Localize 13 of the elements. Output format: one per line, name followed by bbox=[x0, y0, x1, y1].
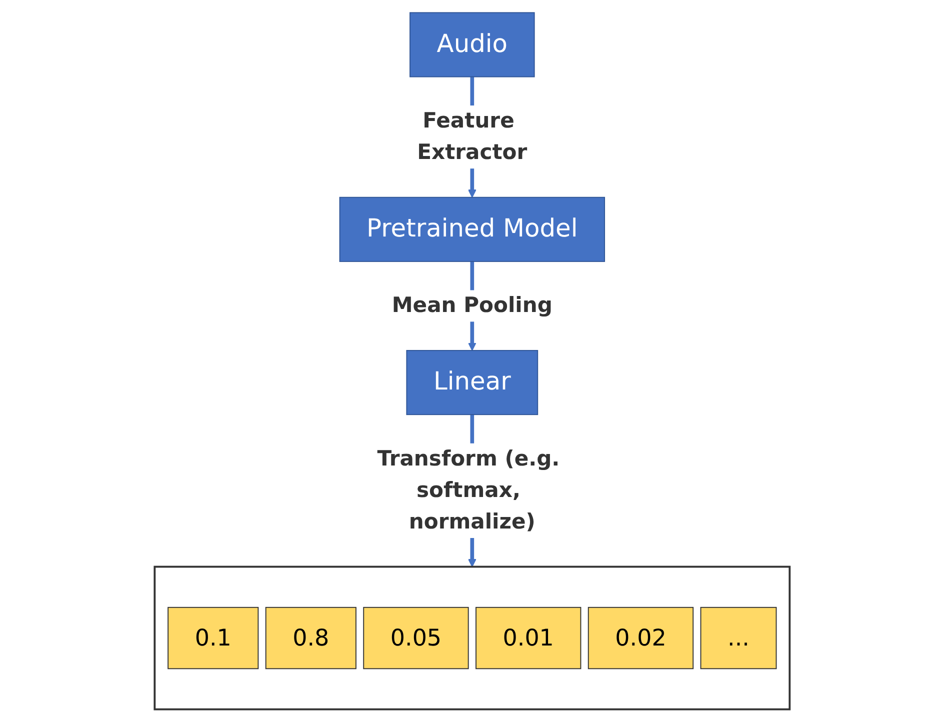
node-box: Pretrained Model bbox=[340, 196, 606, 262]
node-box: 0.01 bbox=[476, 606, 582, 670]
node-box: 0.05 bbox=[363, 606, 470, 670]
node-box: Linear bbox=[406, 350, 538, 416]
node-box: ... bbox=[700, 606, 778, 670]
node-box: 0.02 bbox=[588, 606, 694, 670]
edge-label: Feature Extractor bbox=[417, 109, 528, 165]
edge-label: Transform (e.g. softmax, normalize) bbox=[378, 447, 560, 534]
node-box: 0.1 bbox=[168, 606, 259, 670]
cluster bbox=[154, 566, 791, 710]
edge-label: Mean Pooling bbox=[392, 294, 553, 318]
node-box: 0.8 bbox=[266, 606, 357, 670]
node-box: Audio bbox=[410, 12, 536, 78]
